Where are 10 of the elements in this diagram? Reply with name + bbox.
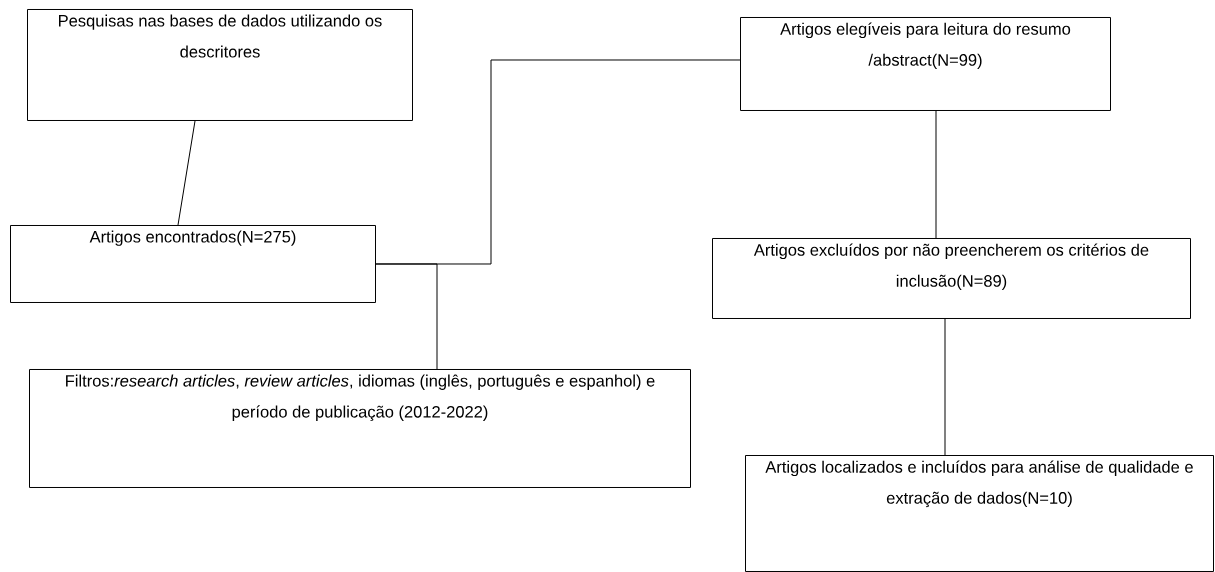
connector-line bbox=[944, 318, 946, 456]
connector-line bbox=[935, 110, 937, 239]
process-box: Filtros:research articles, review articles, idiomas (inglês, português e espanhol) e período de publicação (2012-2022) bbox=[29, 369, 691, 488]
process-box: Artigos localizados e incluídos para análise de qualidade e extração de dados(N=10) bbox=[745, 455, 1214, 572]
process-box: Artigos excluídos por não preencherem os critérios de inclusão(N=89) bbox=[712, 238, 1191, 319]
process-box: Artigos elegíveis para leitura do resumo /abstract(N=99) bbox=[740, 17, 1111, 111]
connector-line bbox=[177, 120, 196, 226]
process-box: Artigos encontrados(N=275) bbox=[10, 225, 376, 303]
connector-line bbox=[375, 263, 438, 370]
process-box: Pesquisas nas bases de dados utilizando os descritores bbox=[27, 9, 413, 121]
